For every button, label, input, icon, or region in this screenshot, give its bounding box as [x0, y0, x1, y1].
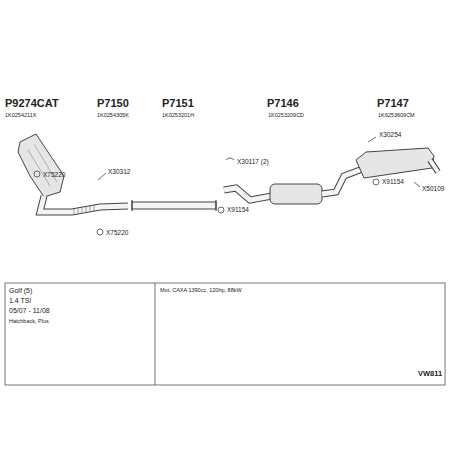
- table-cell: VW811: [418, 370, 442, 378]
- callout-number: X75220: [106, 229, 128, 236]
- catalytic-converter: [18, 134, 64, 197]
- oem-number: 1K6253609CM: [378, 112, 415, 118]
- oem-number: 1K0253201H: [162, 112, 194, 118]
- part-number: P7151: [162, 97, 194, 109]
- front-pipe: [40, 196, 128, 212]
- part-number: P7150: [97, 97, 129, 109]
- part-number: P9274CAT: [5, 97, 59, 109]
- callout-number: X75220: [43, 171, 65, 178]
- info-table: [5, 283, 445, 385]
- oem-number: 1K0254211X: [5, 112, 36, 118]
- callout-number: X30254: [379, 131, 401, 138]
- part-number: P7147: [377, 97, 409, 109]
- callout-number: X91154: [382, 178, 404, 185]
- oem-number: 1K0254305K: [97, 112, 129, 118]
- oem-number: 1K0253209CD: [268, 112, 304, 118]
- callout-number: X50109: [422, 185, 444, 192]
- callout-number: X91154: [227, 206, 249, 213]
- table-cell: Hatchback, Plus: [9, 318, 49, 324]
- middle-silencer: [270, 184, 322, 204]
- callout-number: X30312: [108, 168, 130, 175]
- intermediate-pipe: [132, 202, 216, 209]
- table-cell: 05/07 - 11/08: [9, 307, 50, 315]
- clamp-symbols: [34, 137, 420, 235]
- part-number: P7146: [267, 97, 299, 109]
- table-cell: Mot. CAXA 1390cc, 120hp, 88kW: [160, 287, 242, 293]
- table-cell: Golf (5): [9, 287, 32, 295]
- rear-silencer: [356, 148, 434, 178]
- table-cell: 1.4 TSi: [9, 297, 31, 305]
- callout-number: X30117 (2): [237, 158, 269, 165]
